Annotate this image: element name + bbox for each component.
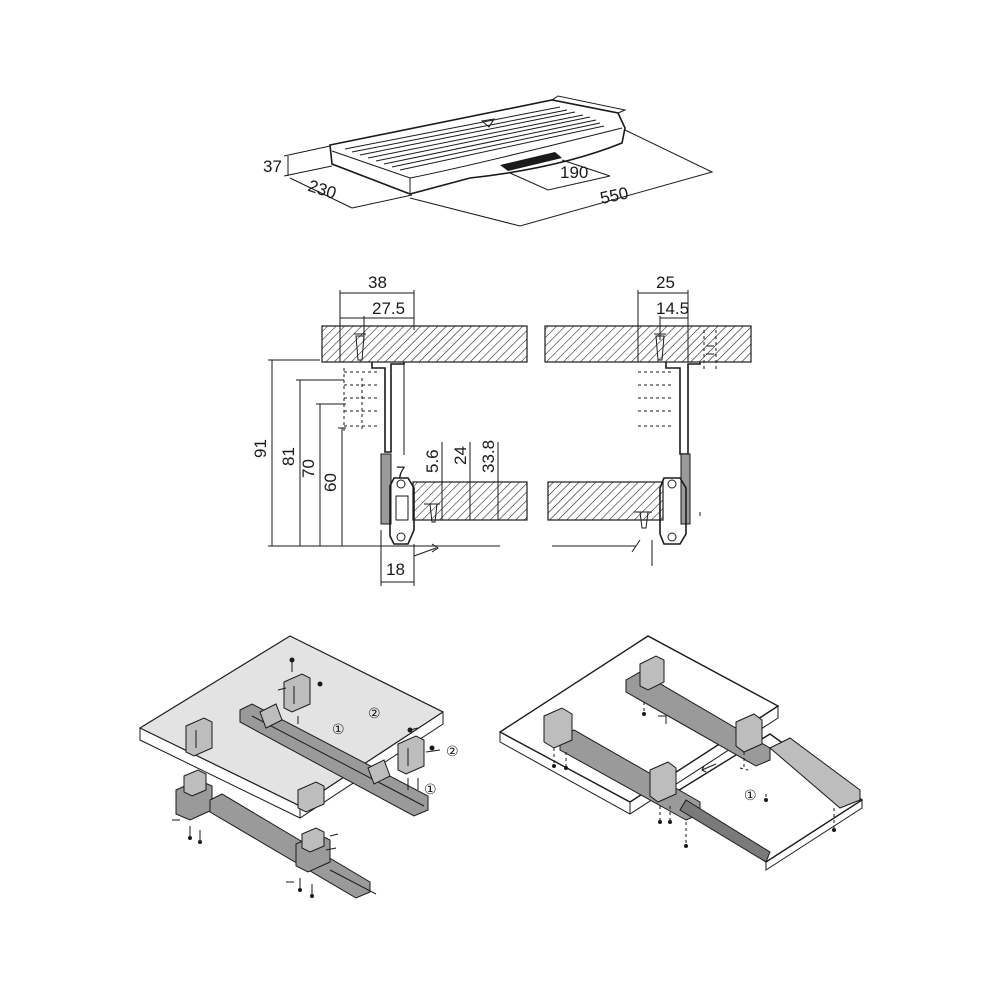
bracket-d — [297, 781, 325, 813]
slide-runner — [380, 453, 392, 525]
dim-37-label: 37 — [263, 157, 282, 176]
dim-18-label: 18 — [386, 560, 405, 579]
dim-60-label: 60 — [321, 473, 340, 492]
cross-section-left: 91 81 70 60 38 27.5 5.6 24 33.8 7 18 — [251, 273, 528, 586]
tray-outline — [329, 99, 626, 195]
bracket-c — [397, 735, 425, 775]
dim-91-label: 91 — [251, 439, 270, 458]
assembly-right: ① — [498, 635, 864, 871]
dim-7-label: 7 — [396, 463, 405, 482]
top-screw-right — [655, 335, 665, 361]
step-label-2b: ② — [446, 744, 459, 760]
rail-profile — [389, 477, 415, 545]
bracket-a — [185, 717, 213, 757]
step-label-1b: ① — [424, 782, 437, 798]
step-label-1a: ① — [332, 722, 345, 738]
dim-81-label: 81 — [279, 447, 298, 466]
rail-upper — [239, 703, 429, 817]
keyboard-tray-view: 37 230 190 550 — [263, 95, 714, 227]
cross-section-right: 25 14.5 — [544, 273, 752, 566]
dim-38-label: 38 — [368, 273, 387, 292]
dim-230-label: 230 — [306, 176, 339, 203]
bracket — [371, 362, 405, 453]
dim-14-5-label: 14.5 — [656, 299, 689, 318]
triangle-mark — [480, 118, 496, 128]
top-panel — [321, 325, 528, 363]
dim-33-8-label: 33.8 — [479, 440, 498, 473]
bracket-b — [283, 673, 311, 713]
assembly-left: ① ② ② ① — [138, 635, 459, 899]
keyboard-panel-right — [547, 481, 664, 521]
dim-25-label: 25 — [656, 273, 675, 292]
step-label-2a: ② — [368, 706, 381, 722]
dim-5-6-label: 5.6 — [423, 449, 442, 473]
step-label-1c: ① — [744, 788, 757, 804]
dim-27-5-label: 27.5 — [372, 299, 405, 318]
top-panel-right — [544, 325, 752, 363]
rail-tray — [769, 737, 861, 809]
kb-screw — [424, 503, 440, 523]
handle-recess — [500, 152, 562, 171]
tray-slats — [344, 106, 605, 171]
dim-24-label: 24 — [451, 446, 470, 465]
dim-550-label: 550 — [598, 183, 630, 207]
lower-rail-assembly — [175, 769, 377, 899]
dim-190-label: 190 — [560, 163, 588, 182]
dim-70-label: 70 — [299, 459, 318, 478]
top-screw — [355, 335, 365, 361]
